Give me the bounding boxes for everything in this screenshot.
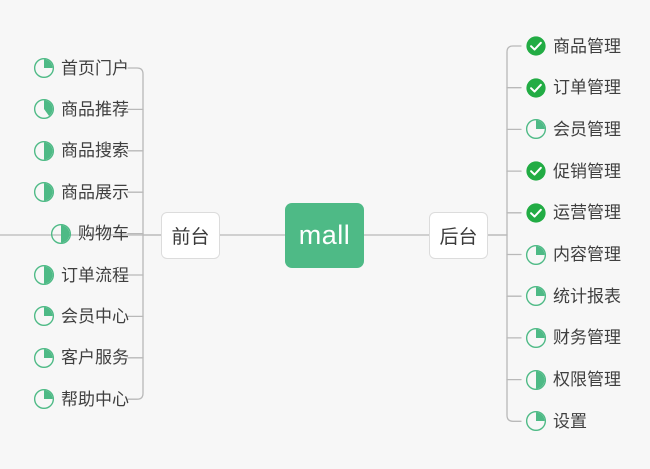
- pie-icon: [33, 140, 55, 161]
- check-circle-icon: [526, 36, 546, 56]
- leaf-item[interactable]: 订单管理: [525, 75, 621, 101]
- leaf-item-label: 订单管理: [553, 78, 621, 98]
- pie-icon: [33, 182, 55, 203]
- leaf-item-label: 首页门户: [61, 58, 129, 78]
- branch-node-frontend[interactable]: 前台: [161, 212, 220, 259]
- leaf-item[interactable]: 首页门户: [33, 55, 129, 81]
- leaf-item[interactable]: 订单流程: [33, 262, 129, 288]
- leaf-item[interactable]: 帮助中心: [33, 386, 129, 412]
- leaf-item-label: 商品管理: [553, 36, 621, 56]
- leaf-item-label: 内容管理: [553, 245, 621, 264]
- leaf-item-label: 商品搜索: [61, 141, 129, 161]
- leaf-item-label: 运营管理: [553, 203, 621, 223]
- leaf-item-label: 设置: [553, 411, 587, 431]
- leaf-item-label: 订单流程: [61, 265, 129, 285]
- leaf-item[interactable]: 财务管理: [525, 325, 621, 351]
- pie-icon: [525, 244, 547, 265]
- leaf-item-label: 权限管理: [553, 370, 621, 390]
- root-node-label: mall: [298, 220, 351, 250]
- leaf-item-label: 商品推荐: [61, 99, 129, 119]
- leaf-item-label: 客户服务: [61, 348, 129, 368]
- leaf-item[interactable]: 商品搜索: [33, 138, 129, 164]
- branch-node-backend[interactable]: 后台: [429, 212, 488, 259]
- leaf-item[interactable]: 会员中心: [33, 303, 129, 329]
- leaf-item[interactable]: 商品展示: [33, 179, 129, 205]
- check-circle-icon: [526, 78, 546, 98]
- pie-icon: [525, 286, 547, 307]
- leaf-item[interactable]: 内容管理: [525, 242, 621, 268]
- pie-icon: [33, 347, 55, 368]
- pie-icon: [525, 327, 547, 348]
- pie-icon: [525, 119, 547, 140]
- leaf-item[interactable]: 购物车: [50, 221, 129, 247]
- pie-icon: [33, 57, 55, 79]
- leaf-item[interactable]: 会员管理: [525, 116, 621, 142]
- pie-icon: [33, 99, 55, 120]
- pie-icon: [525, 411, 547, 432]
- leaf-item-label: 购物车: [78, 224, 129, 244]
- pie-icon: [33, 306, 55, 327]
- branch-node-label: 前台: [171, 227, 210, 248]
- leaf-item[interactable]: 商品推荐: [33, 96, 129, 122]
- check-circle-icon: [526, 161, 546, 181]
- leaf-item[interactable]: 设置: [525, 408, 587, 434]
- leaf-item[interactable]: 商品管理: [525, 33, 621, 59]
- leaf-item[interactable]: 运营管理: [525, 200, 621, 226]
- pie-icon: [50, 223, 72, 244]
- leaf-item-label: 会员管理: [553, 119, 621, 139]
- leaf-item-label: 财务管理: [553, 328, 621, 348]
- leaf-item[interactable]: 促销管理: [525, 158, 621, 184]
- leaf-item-label: 商品展示: [61, 182, 129, 202]
- pie-icon: [33, 264, 55, 286]
- leaf-item[interactable]: 权限管理: [525, 367, 621, 393]
- pie-icon: [525, 369, 547, 390]
- leaf-item-label: 帮助中心: [61, 389, 129, 409]
- pie-icon: [33, 389, 55, 410]
- leaf-item[interactable]: 客户服务: [33, 345, 129, 371]
- branch-node-label: 后台: [439, 227, 478, 248]
- leaf-item-label: 促销管理: [553, 161, 621, 181]
- root-node-mall[interactable]: mall: [285, 203, 364, 268]
- leaf-item[interactable]: 统计报表: [525, 283, 621, 309]
- check-circle-icon: [526, 203, 546, 223]
- leaf-item-label: 统计报表: [553, 286, 621, 306]
- leaf-item-label: 会员中心: [61, 306, 129, 326]
